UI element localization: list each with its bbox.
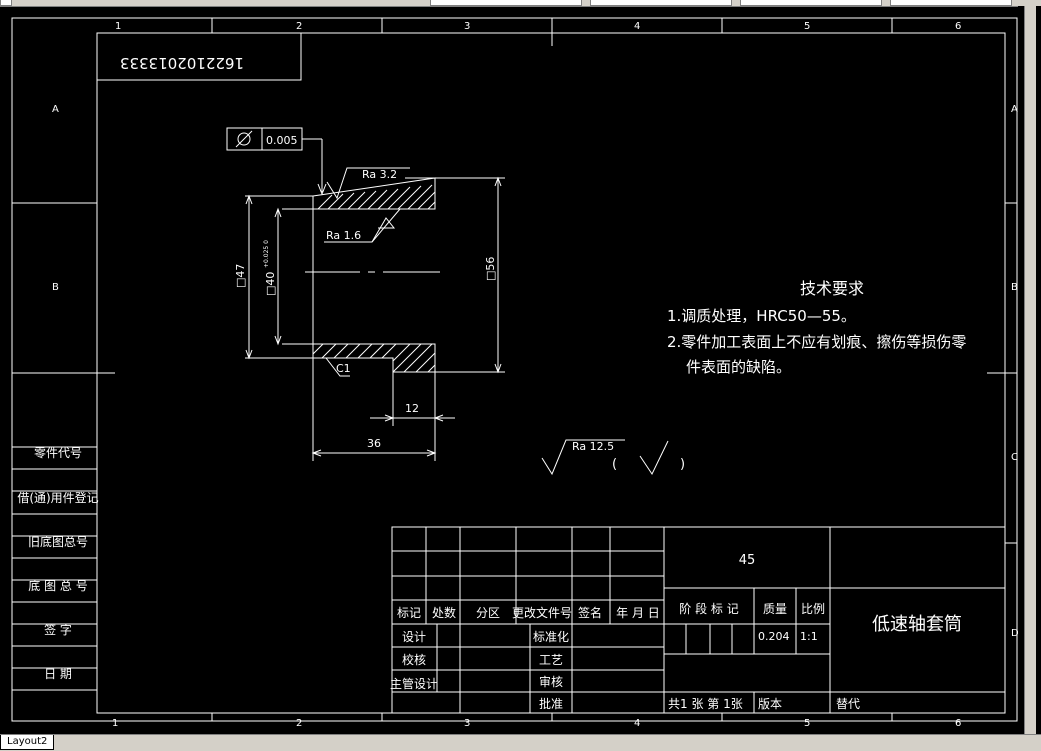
tb-header: 更改文件号 bbox=[512, 605, 572, 620]
roughness-outer: Ra 3.2 bbox=[362, 168, 397, 181]
stage-label: 阶 段 标 记 bbox=[679, 601, 738, 616]
role-label: 批准 bbox=[539, 696, 563, 711]
side-label: 零件代号 bbox=[34, 446, 82, 460]
side-label: 旧底图总号 bbox=[28, 534, 88, 549]
zone-row-label: B bbox=[52, 282, 59, 293]
toolbar bbox=[0, 0, 1041, 7]
part-drawing bbox=[226, 127, 669, 476]
toolbar-button[interactable] bbox=[0, 0, 12, 6]
tech-req-line: 件表面的缺陷。 bbox=[686, 358, 791, 376]
material-value: 45 bbox=[739, 553, 756, 568]
tb-header: 年 月 日 bbox=[616, 606, 660, 620]
drawing-canvas[interactable]: 1 2 3 4 5 6 1 2 3 4 5 6 A B A B C D 1622… bbox=[0, 6, 1041, 734]
paren-open: ( bbox=[612, 457, 617, 472]
layout-tab[interactable]: Layout2 bbox=[0, 735, 55, 750]
title-block bbox=[391, 526, 1006, 714]
mass-label: 质量 bbox=[763, 602, 787, 616]
dimension-47: □47 bbox=[234, 264, 247, 288]
zone-col-label: 3 bbox=[464, 718, 470, 729]
tb-header: 处数 bbox=[432, 605, 456, 620]
plotstyle-dropdown[interactable] bbox=[890, 0, 1012, 6]
drawing-number-box bbox=[96, 32, 302, 81]
scale-value: 1:1 bbox=[800, 630, 818, 643]
zone-row-label: B bbox=[1011, 282, 1018, 293]
zone-row-label: A bbox=[52, 104, 59, 115]
zone-row-label: C bbox=[1011, 452, 1018, 463]
roughness-inner: Ra 1.6 bbox=[326, 229, 361, 242]
role-label: 设计 bbox=[402, 630, 426, 644]
chamfer-label: C1 bbox=[336, 362, 351, 375]
paren-close: ) bbox=[680, 457, 685, 472]
zone-col-label: 2 bbox=[296, 718, 302, 729]
tb-header: 标记 bbox=[397, 606, 421, 620]
zone-col-label: 1 bbox=[115, 21, 121, 32]
linetype-dropdown[interactable] bbox=[590, 0, 732, 6]
dimension-40-tolerance: +0.025 0 bbox=[263, 240, 270, 268]
lineweight-dropdown[interactable] bbox=[740, 0, 882, 6]
side-label: 签 字 bbox=[44, 622, 72, 637]
role-label: 主管设计 bbox=[390, 676, 438, 691]
zone-col-label: 4 bbox=[634, 21, 640, 32]
dimension-12: 12 bbox=[405, 402, 419, 415]
tech-req-line: 2.零件加工表面上不应有划痕、擦伤等损伤零 bbox=[667, 333, 966, 351]
zone-col-label: 6 bbox=[955, 21, 961, 32]
role-label: 审核 bbox=[539, 674, 563, 689]
zone-col-label: 3 bbox=[464, 21, 470, 32]
zone-col-label: 2 bbox=[296, 21, 302, 32]
zone-col-label: 5 bbox=[804, 21, 810, 32]
tb-header: 分区 bbox=[476, 606, 500, 620]
vertical-scrollbar[interactable] bbox=[1018, 6, 1041, 734]
outer-border bbox=[11, 17, 1018, 722]
tech-req-line: 1.调质处理，HRC50—55。 bbox=[667, 307, 856, 325]
role-label: 标准化 bbox=[533, 630, 569, 644]
zone-col-label: 5 bbox=[804, 718, 810, 729]
role-label: 校核 bbox=[402, 652, 426, 667]
mass-value: 0.204 bbox=[758, 630, 790, 643]
tolerance-value: 0.005 bbox=[266, 134, 298, 147]
zone-row-label: D bbox=[1011, 628, 1019, 639]
role-label: 工艺 bbox=[539, 653, 563, 667]
dimension-56: □56 bbox=[484, 257, 497, 281]
sheet-count: 共1 张 第 1张 bbox=[668, 697, 743, 711]
layer-dropdown[interactable] bbox=[430, 0, 582, 6]
version-label: 版本 bbox=[758, 697, 782, 711]
drawing-number: 1622102013333 bbox=[120, 54, 244, 72]
scale-label: 比例 bbox=[801, 602, 825, 616]
zone-col-label: 1 bbox=[112, 718, 118, 729]
dimension-36: 36 bbox=[367, 437, 381, 450]
zone-col-label: 4 bbox=[634, 718, 640, 729]
side-label: 借(通)用件登记 bbox=[17, 490, 98, 505]
side-label: 底 图 总 号 bbox=[28, 578, 87, 593]
side-table bbox=[12, 446, 97, 691]
zone-row-label: A bbox=[1011, 104, 1018, 115]
part-name: 低速轴套筒 bbox=[872, 614, 962, 635]
tech-req-title: 技术要求 bbox=[800, 279, 864, 298]
zone-ticks bbox=[12, 18, 1017, 721]
layout-tab-bar: Layout2 bbox=[0, 734, 1041, 751]
replace-label: 替代 bbox=[836, 697, 860, 711]
tb-header: 签名 bbox=[578, 605, 602, 620]
dimension-40: □40 bbox=[264, 272, 277, 296]
side-label: 日 期 bbox=[44, 667, 72, 681]
roughness-general: Ra 12.5 bbox=[572, 440, 614, 453]
zone-col-label: 6 bbox=[955, 718, 961, 729]
